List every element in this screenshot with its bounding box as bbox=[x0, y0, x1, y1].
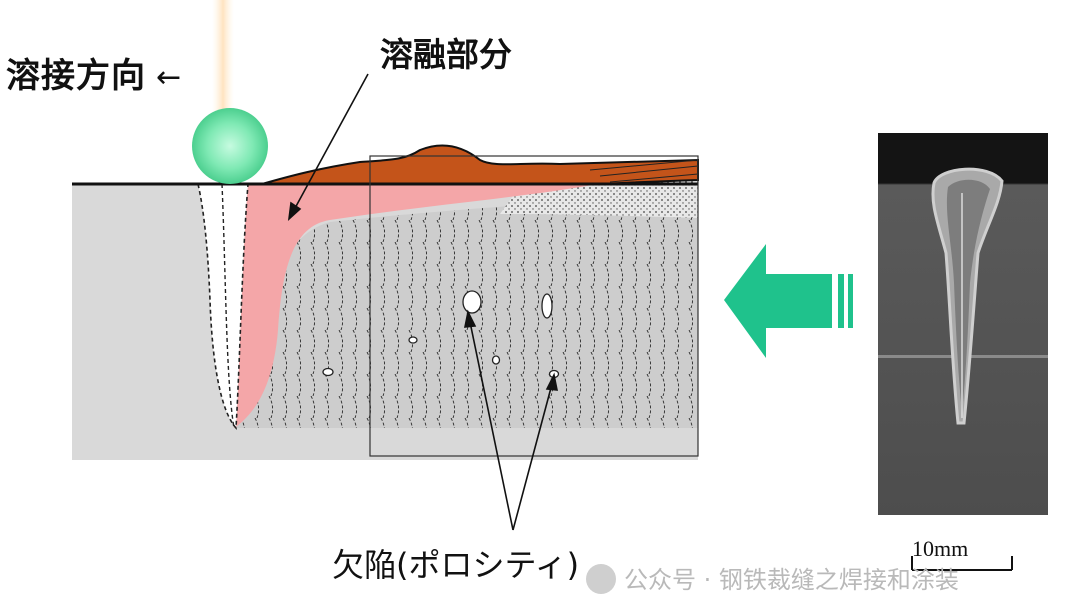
scale-bar-label: 10mm bbox=[912, 536, 969, 561]
molten-fusion-zone bbox=[222, 184, 598, 428]
laser-beam bbox=[212, 0, 234, 126]
leader-lines bbox=[287, 73, 558, 531]
pore bbox=[408, 336, 418, 344]
weld-macro-photo bbox=[878, 133, 1048, 515]
weld-bead-reinforcement bbox=[261, 144, 699, 185]
pore bbox=[491, 355, 501, 365]
watermark-text: 公众号 · 钢铁裁缝之焊接和涂装 bbox=[624, 566, 959, 594]
pore bbox=[462, 290, 482, 314]
wechat-logo-icon bbox=[586, 564, 616, 594]
porosity-pores bbox=[322, 290, 560, 379]
watermark: 公众号 · 钢铁裁缝之焊接和涂装 bbox=[586, 560, 959, 595]
welding-direction-label: 溶接方向 ← bbox=[6, 48, 182, 97]
left-arrow-icon: ← bbox=[156, 60, 183, 95]
pore bbox=[322, 367, 334, 377]
arc-plasma-glow bbox=[192, 108, 268, 184]
right-pointing-arrow-icon bbox=[724, 244, 853, 358]
solidified-weld-metal bbox=[234, 196, 698, 428]
detail-frame bbox=[369, 155, 699, 457]
welding-direction-text: 溶接方向 bbox=[6, 56, 146, 96]
pore bbox=[541, 293, 553, 319]
scale-bar bbox=[911, 556, 1013, 571]
defect-porosity-label: 欠陥(ポロシティ) bbox=[332, 546, 580, 584]
molten-part-label: 溶融部分 bbox=[380, 35, 512, 74]
keyhole-cavity bbox=[196, 183, 249, 430]
